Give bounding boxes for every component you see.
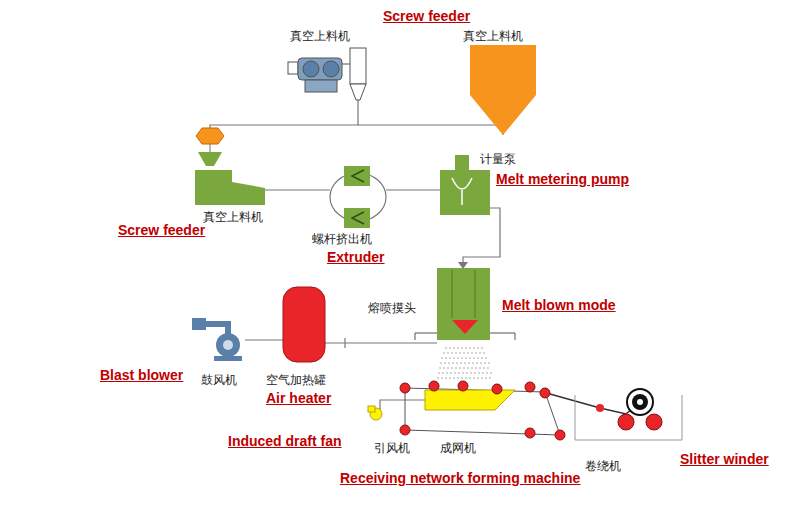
component-label-en: Receiving network forming machine [340, 470, 580, 486]
rotary-valve [196, 128, 224, 144]
component-label-zh: 鼓风机 [201, 372, 237, 389]
arrow-head [458, 262, 468, 269]
material-hopper [470, 45, 536, 135]
component-label-en: Induced draft fan [228, 433, 342, 449]
feed-funnel [198, 152, 222, 166]
component-label-zh: 熔喷摸头 [368, 300, 416, 317]
extruder [344, 166, 370, 228]
forming-machine [400, 381, 565, 440]
component-label-en: Screw feeder [118, 222, 205, 238]
component-label-zh: 卷绕机 [585, 458, 621, 475]
melt-blown-die [415, 268, 515, 340]
component-label-en: Air heater [266, 390, 331, 406]
induced-draft-fan [368, 406, 382, 420]
pipe-lines [210, 100, 503, 414]
component-label-zh: 真空上料机 [463, 28, 523, 45]
component-label-zh: 成网机 [440, 440, 476, 457]
screw-feeder [195, 170, 265, 205]
component-label-zh: 计量泵 [480, 151, 516, 168]
component-label-en: Screw feeder [383, 8, 470, 24]
component-label-en: Extruder [327, 249, 385, 265]
blast-blower [192, 318, 242, 361]
component-label-zh: 真空上料机 [290, 28, 350, 45]
component-label-en: Blast blower [100, 367, 183, 383]
component-label-zh: 螺杆挤出机 [312, 231, 372, 248]
fibre-stream [437, 348, 493, 378]
component-label-en: Melt blown mode [502, 297, 616, 313]
component-label-zh: 真空上料机 [203, 209, 263, 226]
component-label-en: Slitter winder [680, 451, 769, 467]
air-heater [283, 287, 325, 362]
vacuum-loader [288, 48, 366, 100]
component-label-zh: 空气加热罐 [266, 372, 326, 389]
component-label-en: Melt metering pump [496, 171, 629, 187]
component-label-zh: 引风机 [374, 440, 410, 457]
slitter-winder [550, 389, 682, 440]
